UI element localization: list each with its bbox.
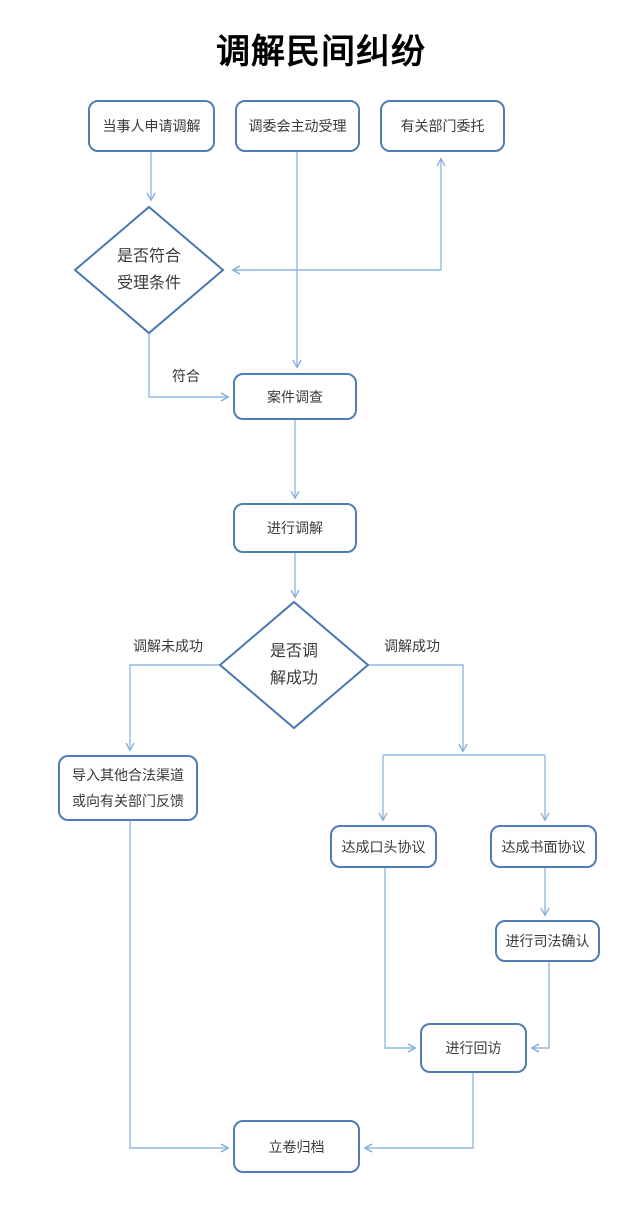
- node-other-legal-channel: 导入其他合法渠道 或向有关部门反馈: [58, 755, 198, 821]
- node-label: 达成口头协议: [341, 838, 426, 855]
- edge-judicial-to-followup: [530, 962, 550, 1053]
- node-label: 进行回访: [445, 1040, 502, 1056]
- edge-oral-to-followup: [384, 868, 417, 1053]
- decision-line: 解成功: [269, 670, 318, 687]
- edge-success-to-split: [368, 664, 468, 753]
- node-party-apply: 当事人申请调解: [88, 100, 215, 152]
- edge-qualified-to-investigate: [148, 333, 230, 402]
- node-label: 立卷归档: [268, 1138, 325, 1155]
- node-label: 案件调查: [267, 388, 323, 405]
- page-title: 调解民间纠纷: [216, 32, 426, 72]
- node-label: 进行司法确认: [505, 933, 590, 949]
- decision-diamond-success-check: [218, 600, 370, 730]
- node-label: 进行调解: [267, 520, 323, 536]
- node-judicial-confirmation: 进行司法确认: [495, 920, 600, 962]
- edge-label-mediation-failed: 调解未成功: [133, 638, 203, 654]
- node-oral-agreement: 达成口头协议: [330, 825, 437, 868]
- decision-line: 是否符合: [116, 248, 181, 265]
- node-label: 达成书面协议: [501, 838, 586, 855]
- decision-diamond-accept-check: [73, 205, 225, 335]
- edge-followup-to-archive: [363, 1073, 474, 1153]
- node-label: 当事人申请调解: [102, 118, 201, 134]
- node-written-agreement: 达成书面协议: [490, 825, 597, 868]
- node-committee-accept: 调委会主动受理: [235, 100, 360, 152]
- edge-label-mediation-succeeded: 调解成功: [384, 638, 440, 654]
- node-follow-up-visit: 进行回访: [420, 1023, 527, 1073]
- node-label: 有关部门委托: [400, 118, 485, 134]
- edge-other-channel-to-archive: [129, 821, 230, 1153]
- node-case-investigation: 案件调查: [233, 373, 357, 420]
- edge-label-qualified: 符合: [172, 368, 200, 384]
- node-label-line: 或向有关部门反馈: [72, 793, 184, 809]
- node-label: 调委会主动受理: [248, 118, 347, 134]
- edge-failed-to-other-channel: [125, 664, 220, 752]
- decision-line: 受理条件: [116, 275, 181, 292]
- decision-success-check-text: 是否调 解成功: [220, 637, 368, 693]
- node-conduct-mediation: 进行调解: [233, 503, 357, 553]
- node-label-line: 导入其他合法渠道: [72, 767, 184, 783]
- node-file-archive: 立卷归档: [233, 1120, 360, 1173]
- decision-line: 是否调: [269, 643, 318, 660]
- decision-accept-check-text: 是否符合 受理条件: [75, 242, 223, 298]
- node-department-entrust: 有关部门委托: [380, 100, 505, 152]
- edge-accept-check-entrust: [231, 157, 446, 275]
